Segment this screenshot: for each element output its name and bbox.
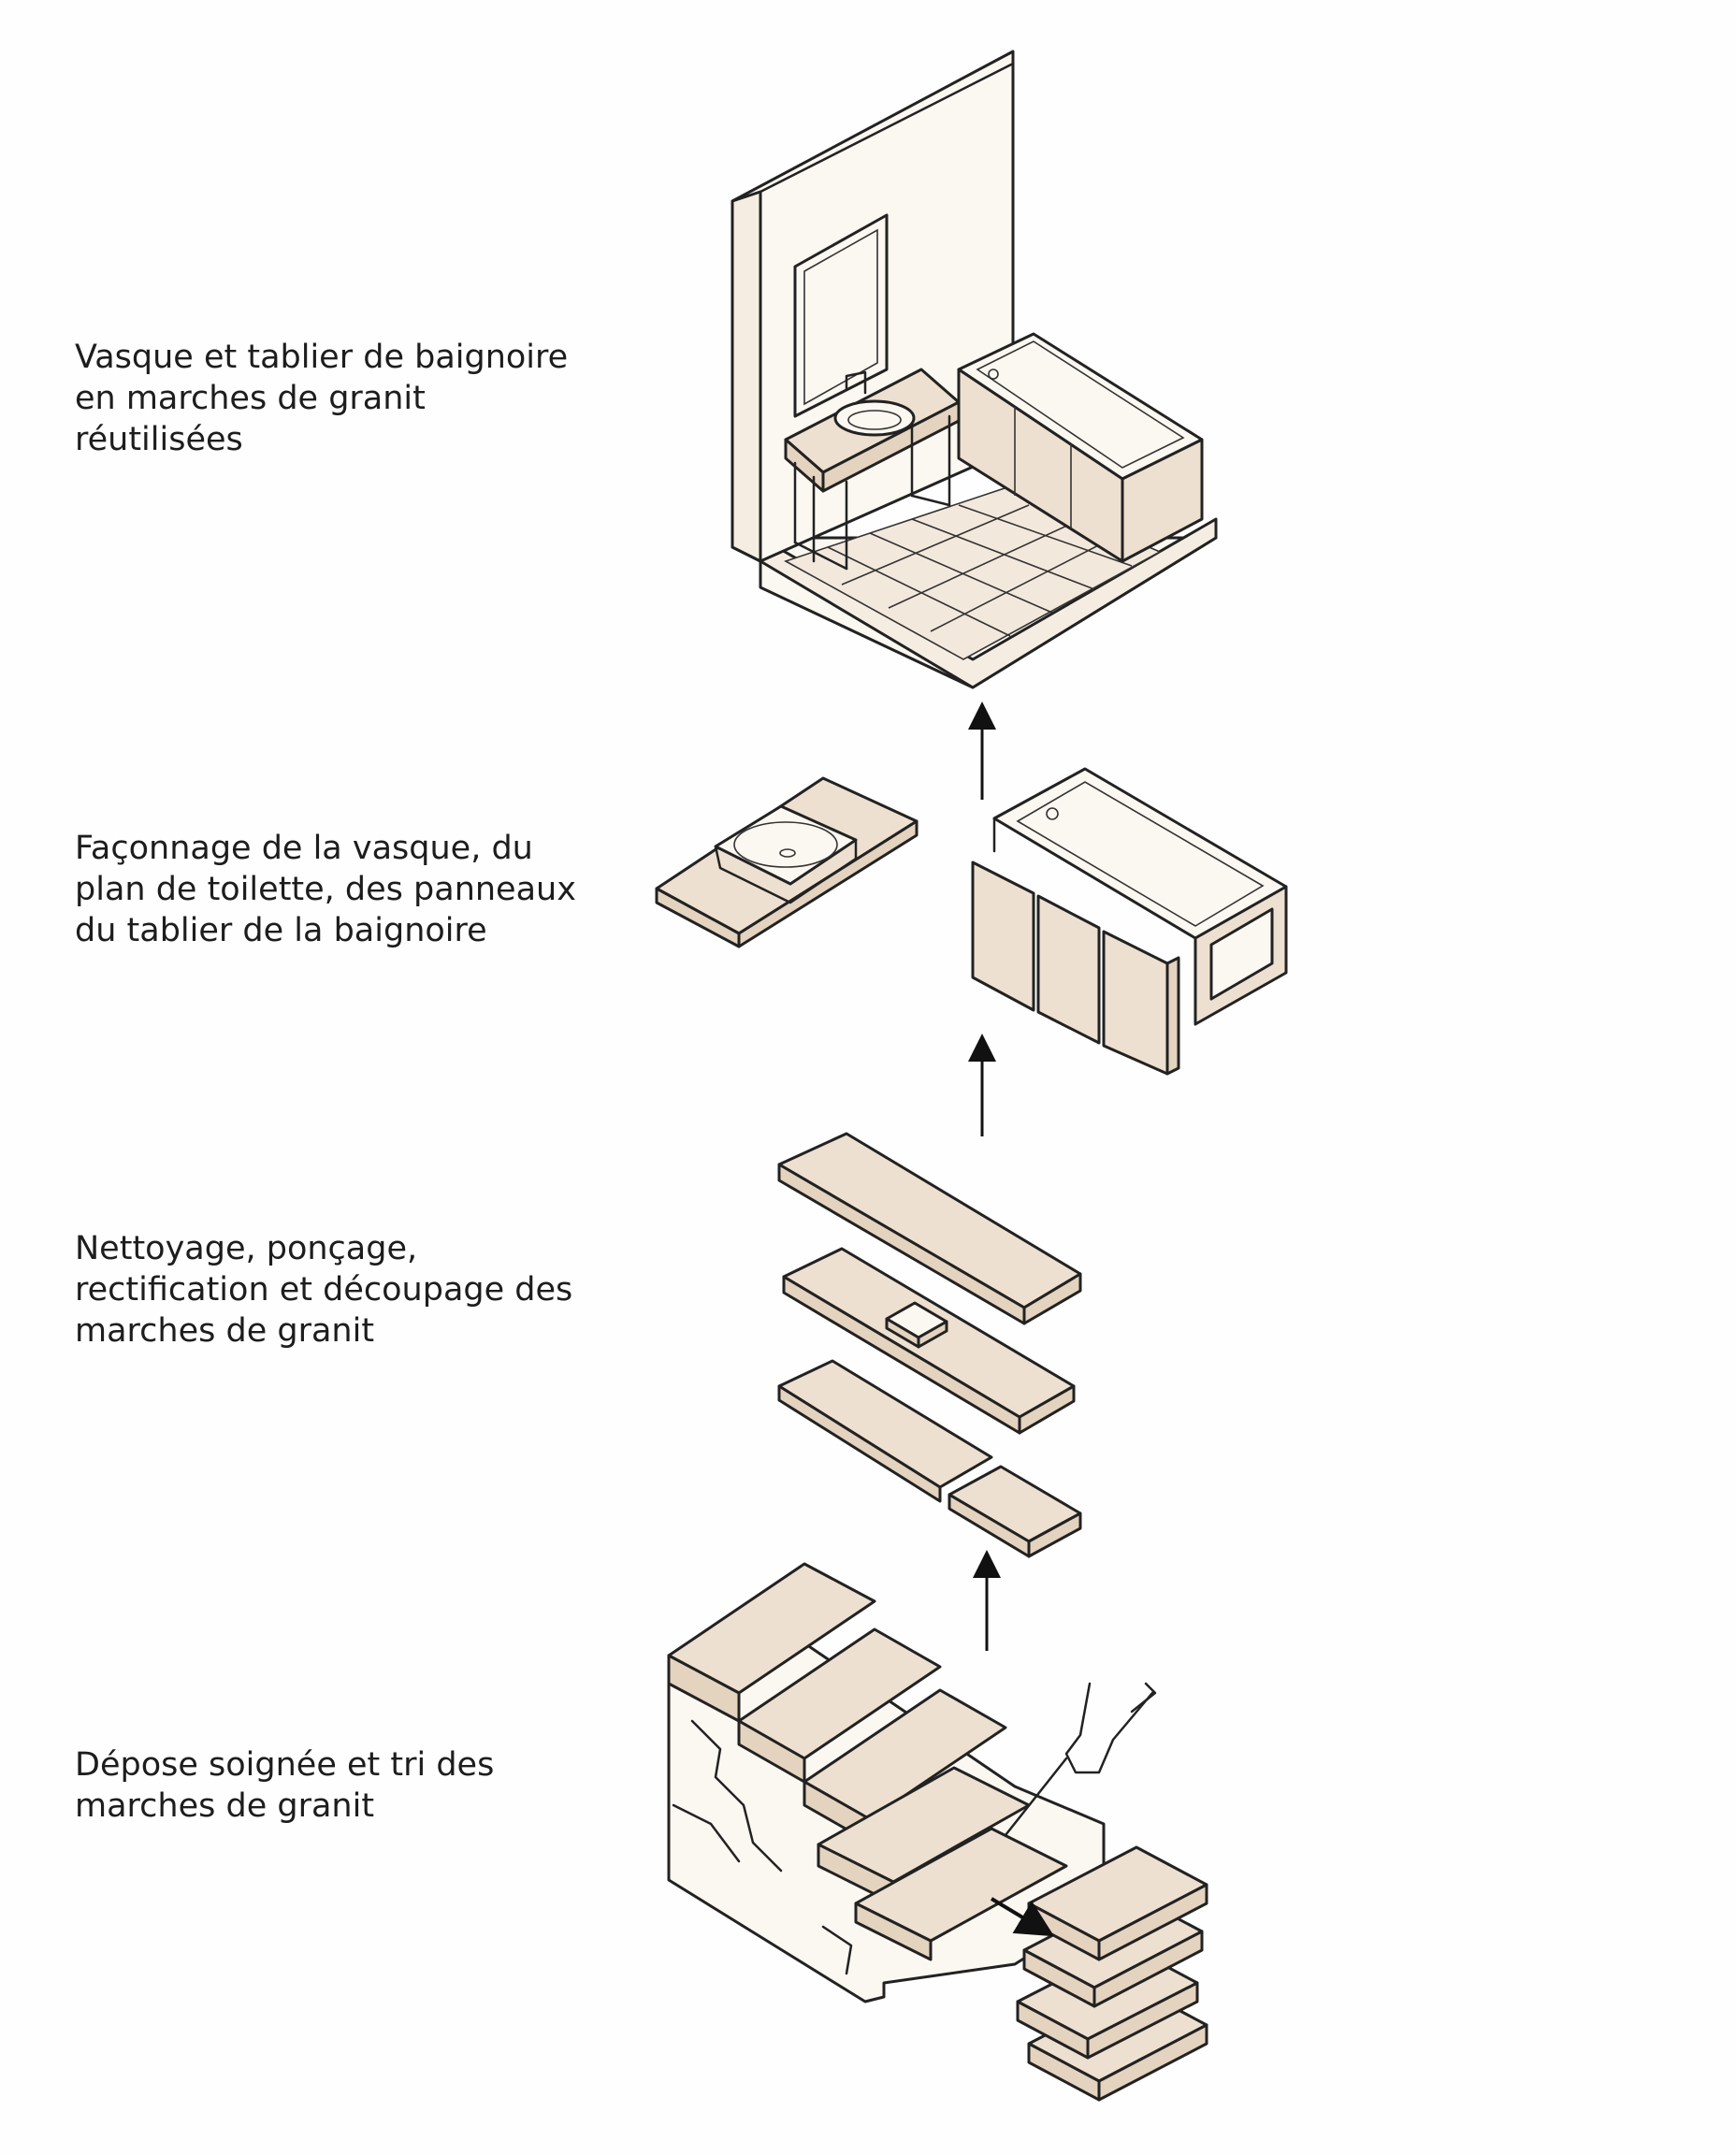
faucet-icon (845, 370, 867, 395)
apron-panel-3 (1102, 930, 1169, 1076)
bathtub-with-panels (971, 767, 1288, 1076)
hand-icon (1064, 1682, 1154, 1774)
arrow-right-icon (990, 1897, 1055, 1937)
vanity-top-piece (655, 776, 919, 948)
granite-staircase (667, 1562, 1157, 2003)
apron-panel-2 (1036, 894, 1101, 1045)
mirror (793, 213, 889, 418)
step-caption-cleaning: Nettoyage, ponçage, rectification et déc… (75, 1230, 573, 1350)
step-caption-shaping: Façonnage de la vasque, du plan de toile… (75, 830, 576, 949)
bathroom-illustration (731, 50, 1218, 689)
bathroom-wall-edge (731, 190, 762, 563)
bathtub-apron-front (957, 368, 1124, 563)
apron-panel-1 (971, 861, 1035, 1012)
sorted-slab-stack (1016, 1845, 1208, 2102)
step-caption-bathroom: Vasque et tablier de baignoire en marche… (75, 339, 569, 458)
granite-slabs (777, 1132, 1082, 1558)
step-caption-removal: Dépose soignée et tri des marches de gra… (75, 1746, 495, 1825)
